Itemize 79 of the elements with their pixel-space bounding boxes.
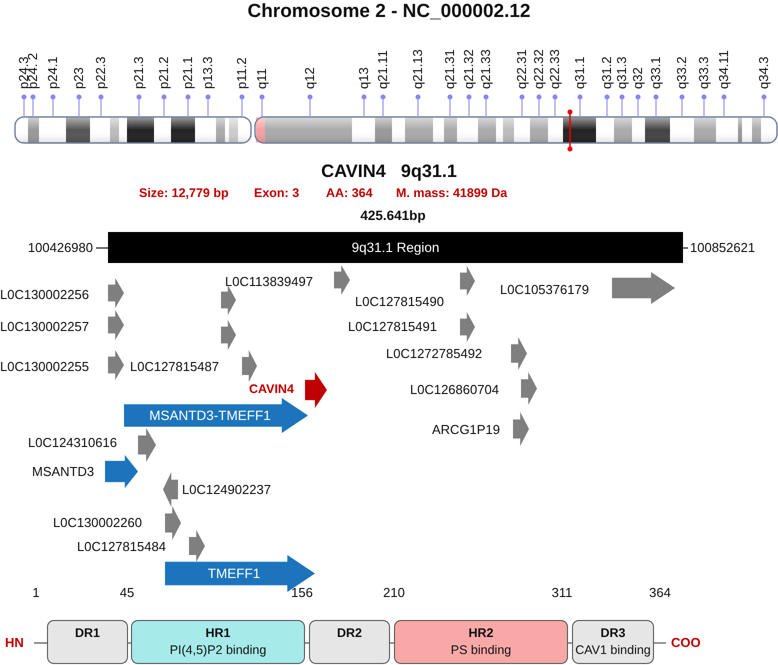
band-label: p21.2 <box>156 56 172 89</box>
gene-label: L0C130002257 <box>0 319 89 335</box>
position-number: 45 <box>120 584 134 602</box>
gene-label: L0C130002260 <box>53 515 142 531</box>
gene-label: CAVIN4 <box>249 381 294 397</box>
position-number: 364 <box>649 584 671 602</box>
band-label: q12 <box>302 67 318 89</box>
gene-label: L0C126860704 <box>410 382 499 398</box>
region-label: 9q31.1 Region <box>352 240 440 255</box>
band-label: q11 <box>254 68 270 89</box>
band-label: p22.3 <box>93 56 109 89</box>
region-bar <box>108 232 683 263</box>
band-label: q34.11 <box>716 50 732 89</box>
gene-stat: M. mass: 41899 Da <box>396 185 508 202</box>
domain-box <box>131 620 305 664</box>
band-label: q33.2 <box>674 56 690 89</box>
terminus-label: HN <box>5 634 24 652</box>
domain-name: DR3 <box>600 625 626 642</box>
domain-name: HR1 <box>205 625 230 642</box>
band-label: p11.2 <box>234 57 250 89</box>
band-label: p23 <box>71 67 87 89</box>
domain-description: CAV1 binding <box>575 642 651 659</box>
band-label: q31.3 <box>614 56 630 89</box>
gene-stat: Size: 12,779 bp <box>139 185 229 202</box>
domain-description: PI(4,5)P2 binding <box>170 642 266 659</box>
band-label: q21.32 <box>461 49 477 89</box>
band-label: p13.3 <box>200 56 216 89</box>
gene-label: L0C1272785492 <box>386 346 482 362</box>
position-number: 156 <box>291 584 313 602</box>
band-label: q21.33 <box>478 49 494 89</box>
gene-stat: AA: 364 <box>326 185 373 202</box>
band-label: q22.32 <box>531 49 547 89</box>
gene-label: L0C127815490 <box>355 294 444 310</box>
gene-label: L0C130002255 <box>0 359 89 375</box>
end-coordinate: 100852621 <box>690 239 756 257</box>
title: Chromosome 2 - NC_000002.12 <box>246 1 532 23</box>
gene-label: L0C124902237 <box>182 482 271 498</box>
position-number: 210 <box>383 584 405 602</box>
band-label: q34.3 <box>756 56 772 89</box>
band-label: p21.1 <box>180 56 196 89</box>
gene-label: MSANTD3 <box>32 464 94 480</box>
start-coordinate: 100426980 <box>28 239 93 257</box>
band-label: q21.11 <box>375 50 391 89</box>
band-label: q32 <box>630 67 646 89</box>
gene-label: L0C113839497 <box>225 274 313 290</box>
gene-heading: CAVIN4 9q31.1 <box>321 162 457 180</box>
domain-box <box>47 620 128 664</box>
domain-name: DR2 <box>336 625 362 642</box>
band-label: q33.1 <box>648 56 664 89</box>
region-length: 425.641bp <box>360 207 426 225</box>
gene-label: L0C127815491 <box>348 319 437 335</box>
terminus-label: COO <box>671 634 701 652</box>
band-label: q22.33 <box>547 49 563 89</box>
band-label: q21.31 <box>442 49 458 89</box>
band-label: p21.3 <box>131 56 147 89</box>
domain-box <box>394 620 568 664</box>
gene-label: TMEFF1 <box>206 566 262 582</box>
position-number: 311 <box>552 584 572 602</box>
domain-name: DR1 <box>74 625 100 642</box>
gene-stat: Exon: 3 <box>254 185 300 202</box>
position-number: 1 <box>32 584 40 602</box>
gene-label: L0C130002256 <box>0 287 89 303</box>
band-label: q31.1 <box>572 56 588 89</box>
band-label: p24.1 <box>45 56 61 89</box>
gene-label: L0C105376179 <box>500 282 589 298</box>
domain-name: HR2 <box>468 625 494 642</box>
gene-label: L0C127815484 <box>77 539 166 555</box>
gene-label: L0C124310616 <box>28 435 117 451</box>
gene-label: L0C127815487 <box>130 359 219 375</box>
domain-box <box>309 620 390 664</box>
band-label: q33.3 <box>696 56 712 89</box>
band-label: q13 <box>356 67 372 89</box>
gene-label: MSANTD3-TMEFF1 <box>148 408 272 424</box>
band-label: q31.2 <box>599 56 615 89</box>
band-label: q21.13 <box>410 49 426 89</box>
domain-description: PS binding <box>450 642 512 659</box>
domain-box <box>572 620 654 664</box>
gene-label: ARCG1P19 <box>432 422 500 438</box>
band-label: q22.31 <box>514 49 530 89</box>
